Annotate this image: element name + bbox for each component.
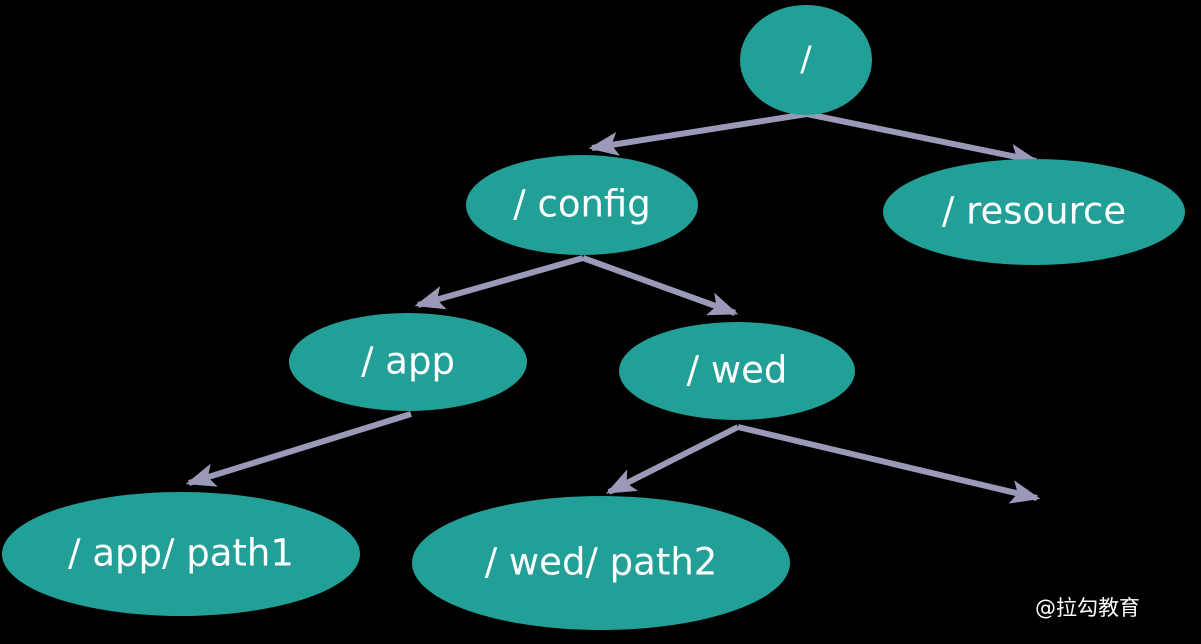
node-shape-resource[interactable]	[883, 159, 1185, 265]
edge-root-to-resource	[806, 111, 1040, 168]
node-shape-app_path1[interactable]	[2, 492, 360, 616]
node-label-config: / config	[513, 183, 650, 226]
edge-config-to-app	[414, 255, 584, 310]
node-resource[interactable]: / resource	[883, 159, 1185, 265]
node-config[interactable]: / config	[466, 155, 698, 255]
node-wed[interactable]: / wed	[619, 322, 855, 420]
node-shape-root[interactable]	[740, 5, 872, 115]
node-label-wed: / wed	[687, 349, 788, 392]
edge-wed-to-unlinked	[737, 424, 1041, 504]
nodes-layer: / / config / resource / app / wed / app/ path…	[2, 5, 1185, 630]
node-label-wed_path2: / wed/ path2	[485, 541, 718, 584]
node-app[interactable]: / app	[289, 313, 527, 411]
edge-app-to-path1	[185, 411, 412, 487]
node-root[interactable]: /	[740, 5, 872, 115]
node-shape-wed[interactable]	[619, 322, 855, 420]
edge-config-to-wed	[581, 255, 739, 316]
node-shape-config[interactable]	[466, 155, 698, 255]
node-app_path1[interactable]: / app/ path1	[2, 492, 360, 616]
edges-layer	[185, 111, 1041, 504]
watermark-label: @拉勾教育	[1035, 596, 1140, 620]
edge-wed-to-path2	[605, 424, 740, 495]
node-shape-app[interactable]	[289, 313, 527, 411]
node-label-resource: / resource	[942, 190, 1126, 233]
node-shape-wed_path2[interactable]	[412, 496, 790, 630]
node-wed_path2[interactable]: / wed/ path2	[412, 496, 790, 630]
node-label-app: / app	[361, 340, 455, 383]
node-label-app_path1: / app/ path1	[68, 532, 294, 575]
node-label-root: /	[800, 40, 812, 80]
edge-root-to-config	[588, 111, 808, 156]
